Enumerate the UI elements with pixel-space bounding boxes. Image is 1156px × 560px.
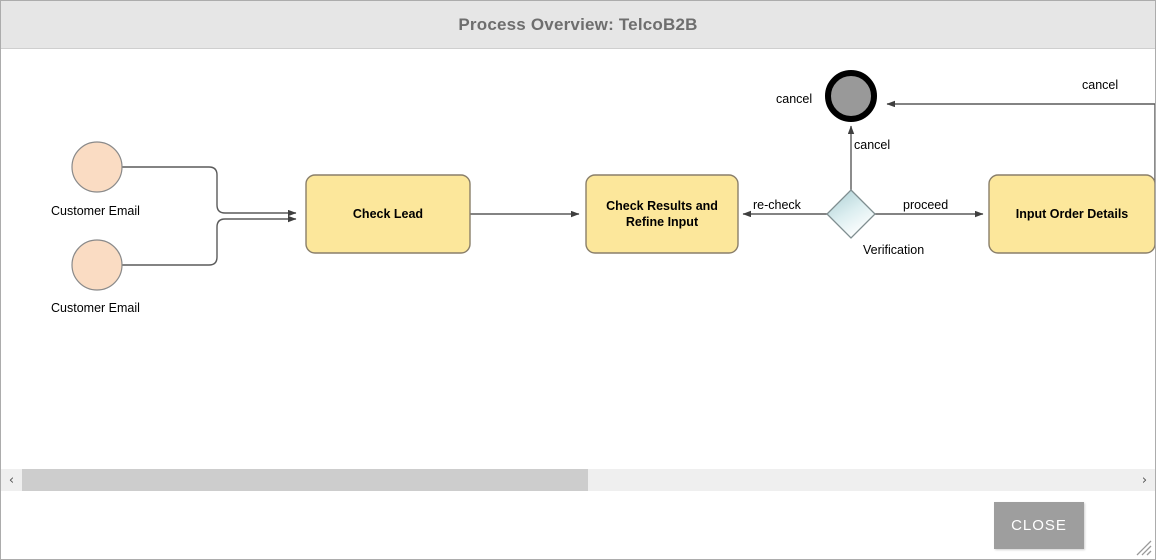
start-event-1	[71, 141, 123, 193]
scrollbar-track[interactable]	[22, 469, 1134, 491]
diagram-canvas-viewport[interactable]: Customer Email Customer Email Check Lead…	[1, 49, 1155, 468]
gateway-verification	[826, 189, 876, 239]
gateway-verification-label: Verification	[863, 243, 925, 257]
edge-start1-task1	[122, 166, 297, 217]
start-event-1-label: Customer Email	[51, 204, 140, 218]
edge-label-cancel-gateway: cancel	[854, 138, 891, 152]
close-button[interactable]: CLOSE	[994, 502, 1084, 549]
bpmn-diagram: Customer Email Customer Email Check Lead…	[1, 49, 1155, 453]
task-input-order-details	[988, 174, 1155, 254]
task-check-results	[585, 174, 739, 254]
edge-start2-task1	[122, 215, 297, 266]
task-check-lead-label: Check Lead	[352, 207, 424, 221]
task-check-results-label: Check Results and Refine Input	[606, 199, 718, 229]
dialog-footer: CLOSE	[1, 491, 1155, 559]
edge-label-re-check: re-check	[753, 198, 801, 212]
scroll-right-arrow-icon[interactable]: ›	[1134, 469, 1155, 491]
dialog-titlebar: Process Overview: TelcoB2B	[1, 1, 1155, 49]
edge-task3-end	[886, 100, 1155, 215]
scrollbar-thumb[interactable]	[22, 469, 588, 491]
edge-label-cancel-task3: cancel	[1082, 78, 1119, 92]
scroll-left-arrow-icon[interactable]: ‹	[1, 469, 22, 491]
task-input-order-details-label: Input Order Details	[1015, 207, 1129, 221]
end-event-label: cancel	[776, 92, 813, 106]
edge-label-proceed: proceed	[903, 198, 949, 212]
horizontal-scrollbar[interactable]: ‹ ›	[1, 468, 1155, 491]
dialog-title: Process Overview: TelcoB2B	[458, 14, 698, 34]
task-check-lead	[305, 174, 471, 254]
start-event-2-label: Customer Email	[51, 301, 140, 315]
resize-grip-icon[interactable]	[1136, 540, 1152, 556]
end-event	[825, 70, 877, 122]
start-event-2	[71, 239, 123, 291]
